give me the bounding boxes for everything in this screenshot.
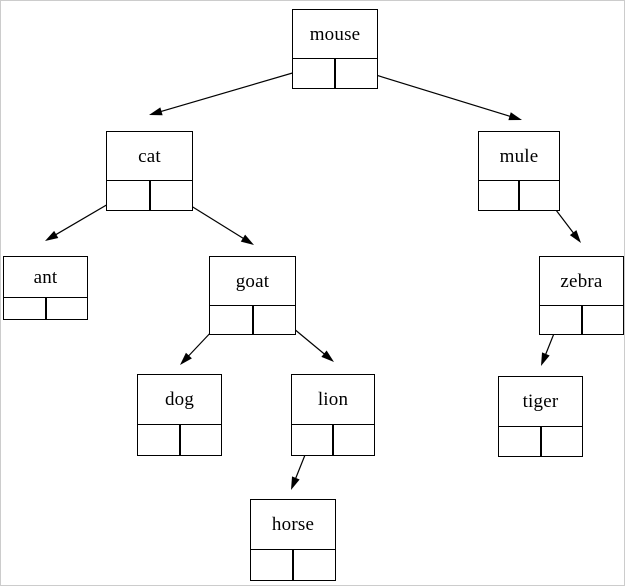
tree-node-right-pointer-cell [149,181,193,210]
tree-node-left-pointer-cell [138,425,180,455]
tree-node-right-pointer-cell [179,425,222,455]
tree-node-tiger[interactable]: tiger [498,376,583,457]
tree-node-left-pointer-cell [293,59,335,88]
tree-node-horse[interactable]: horse [250,499,336,581]
tree-node-mouse[interactable]: mouse [292,9,378,89]
tree-node-right-pointer-cell [581,306,624,334]
tree-node-pointer-row [540,305,623,334]
tree-node-label: mule [499,145,539,167]
edge-arrowhead [149,107,163,116]
tree-node-label: horse [271,514,315,535]
tree-node-dog[interactable]: dog [137,374,222,456]
tree-node-label: mouse [309,23,361,45]
tree-edge-mouse-to-mule [352,67,522,121]
tree-node-pointer-row [138,424,221,455]
tree-node-pointer-row [499,426,582,456]
tree-node-left-pointer-cell [499,427,541,456]
edge-arrowhead [321,350,334,362]
tree-node-lion[interactable]: lion [291,374,375,456]
edge-line [158,66,314,113]
tree-node-label: lion [317,389,349,410]
tree-node-goat[interactable]: goat [209,256,296,335]
tree-node-ant[interactable]: ant [3,256,88,320]
tree-node-left-pointer-cell [107,181,150,210]
tree-node-label: goat [235,270,270,292]
tree-node-pointer-row [4,297,87,319]
tree-node-left-pointer-cell [540,306,582,334]
tree-node-right-pointer-cell [333,425,374,455]
edge-arrowhead [45,230,59,241]
edge-arrowhead [508,112,522,121]
tree-node-label: dog [164,389,195,410]
tree-node-pointer-row [107,180,192,210]
tree-node-zebra[interactable]: zebra [539,256,624,335]
tree-node-label: zebra [560,270,603,292]
tree-node-right-pointer-cell [335,59,377,88]
tree-node-pointer-row [479,180,559,210]
tree-node-label: ant [33,266,58,288]
edge-arrowhead [569,230,581,243]
edge-arrowhead [180,352,192,365]
tree-node-left-pointer-cell [479,181,519,210]
tree-node-right-pointer-cell [293,550,335,580]
tree-node-left-pointer-cell [210,306,253,334]
tree-node-label: cat [138,145,161,167]
edge-arrowhead [541,352,550,366]
tree-node-pointer-row [251,549,335,580]
tree-node-right-pointer-cell [252,306,296,334]
tree-node-pointer-row [210,305,295,334]
tree-node-cat[interactable]: cat [106,131,193,211]
tree-node-right-pointer-cell [519,181,559,210]
tree-node-right-pointer-cell [540,427,583,456]
tree-node-pointer-row [292,424,374,455]
edge-arrowhead [291,476,300,490]
tree-node-left-pointer-cell [251,550,293,580]
tree-node-label: tiger [522,391,559,412]
tree-node-left-pointer-cell [292,425,333,455]
tree-node-pointer-row [293,58,377,88]
tree-node-right-pointer-cell [45,298,88,319]
edge-arrowhead [240,234,254,245]
tree-node-left-pointer-cell [4,298,46,319]
tree-edge-mouse-to-cat [149,66,314,116]
tree-node-mule[interactable]: mule [478,131,560,211]
